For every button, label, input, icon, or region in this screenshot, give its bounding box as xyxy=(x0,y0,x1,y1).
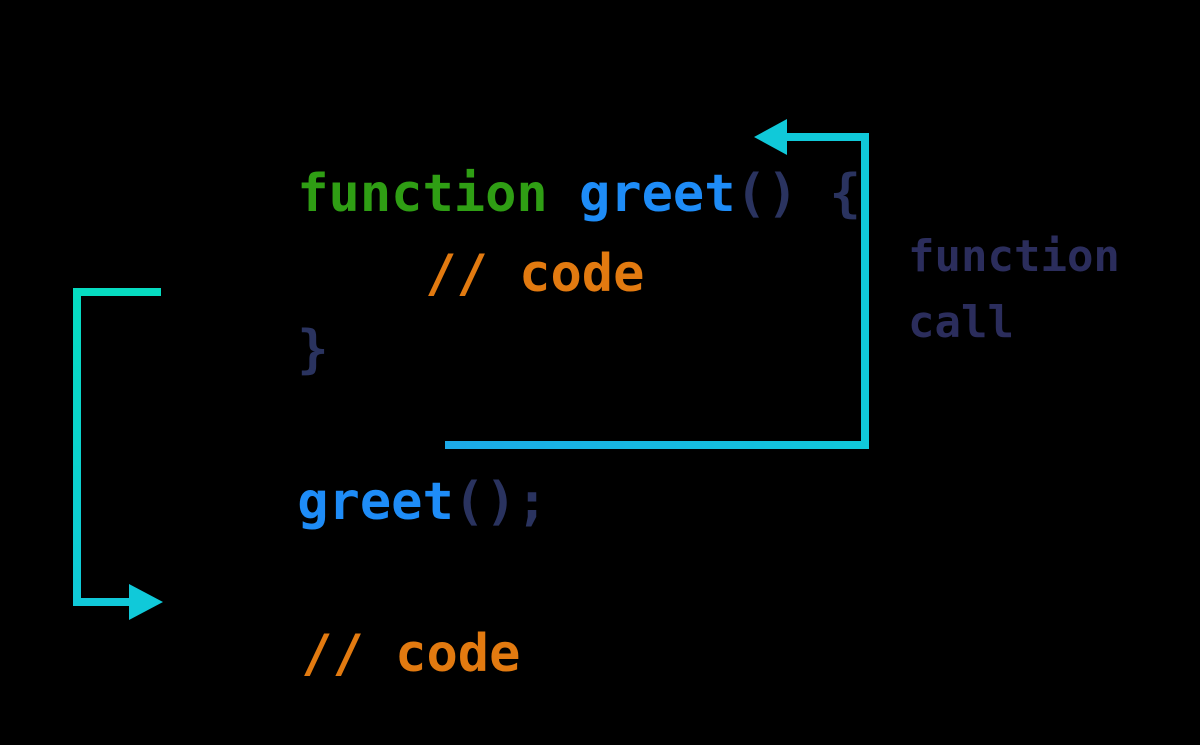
return-arrowhead-right-icon xyxy=(129,584,163,620)
parentheses: () xyxy=(735,164,799,224)
function-name-greet: greet xyxy=(579,164,736,224)
code-line-function-definition: function greet() { xyxy=(172,116,861,272)
return-arrow-vertical-segment xyxy=(73,288,81,606)
opening-brace: { xyxy=(798,164,861,224)
call-parens-semicolon: (); xyxy=(453,472,548,532)
function-call-label-line2: call xyxy=(908,297,1014,348)
call-arrow-horizontal-segment xyxy=(445,441,865,449)
function-call-label-line1: function xyxy=(908,231,1120,282)
code-line-closing-brace: } xyxy=(172,272,329,428)
function-call-label: function call xyxy=(908,224,1120,422)
keyword-function: function xyxy=(297,164,548,224)
closing-brace: } xyxy=(297,320,329,380)
code-line-after-call-comment: // code xyxy=(176,576,520,732)
comment-code: // code xyxy=(425,244,645,304)
return-arrow-bottom-segment xyxy=(73,598,131,606)
call-arrow-vertical-segment xyxy=(861,133,869,449)
return-arrow-top-segment xyxy=(73,288,161,296)
call-arrowhead-left-icon xyxy=(754,119,787,155)
call-arrow-top-segment xyxy=(786,133,865,141)
call-name-greet: greet xyxy=(297,472,454,532)
comment-code: // code xyxy=(301,624,521,684)
code-line-function-call: greet(); xyxy=(172,424,548,580)
code-line-body-comment: // code xyxy=(300,196,644,352)
